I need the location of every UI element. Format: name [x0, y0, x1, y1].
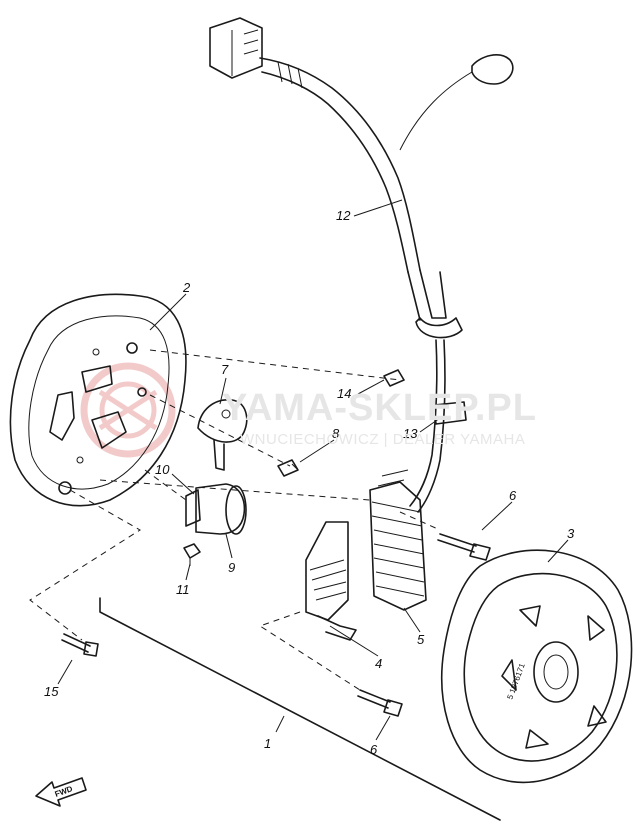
screw-14	[383, 369, 405, 387]
part-label-6-upper: 6	[509, 488, 517, 503]
lighting-coil	[305, 521, 357, 641]
assembly-bracket	[99, 597, 501, 821]
part-label-15: 15	[44, 684, 59, 699]
leader-lines	[57, 199, 569, 741]
part-label-12: 12	[336, 208, 351, 223]
charge-coil	[369, 469, 427, 611]
part-label-1: 1	[264, 736, 271, 751]
part-label-14: 14	[337, 386, 351, 401]
screw-15	[61, 633, 99, 657]
part-labels: 1 2 3 4 5 6 6 7 8 9 10 11 12 13 14 15	[44, 208, 575, 757]
part-label-6-lower: 6	[370, 742, 378, 757]
wire-harness	[209, 17, 514, 513]
part-label-2: 2	[182, 280, 191, 295]
stator-base-plate	[9, 293, 187, 507]
watermark-brand: YAMA-SKLEP.PL	[222, 387, 537, 429]
forward-arrow: FWD	[35, 777, 87, 807]
part-label-9: 9	[228, 560, 235, 575]
part-label-8: 8	[332, 426, 340, 441]
part-label-10: 10	[155, 462, 170, 477]
part-label-13: 13	[403, 426, 418, 441]
assembly-guidelines	[29, 349, 441, 691]
flywheel-rotor: 5 1976171	[441, 549, 633, 784]
bolt-6-upper	[437, 533, 491, 561]
rotor-stamp-text: 5 1976171	[505, 662, 527, 701]
bolt-6-lower	[357, 689, 403, 717]
screw-11	[183, 543, 201, 566]
part-label-5: 5	[417, 632, 425, 647]
part-label-4: 4	[375, 656, 382, 671]
part-label-11: 11	[176, 582, 190, 597]
condenser	[185, 483, 247, 535]
pickup-coil	[197, 399, 248, 471]
watermark: YAMA-SKLEP.PL WNUCIECHOWICZ | DEALER YAM…	[222, 387, 537, 448]
screw-8	[277, 459, 299, 477]
part-label-3: 3	[567, 526, 575, 541]
part-label-7: 7	[221, 362, 229, 377]
watermark-subline: WNUCIECHOWICZ | DEALER YAMAHA	[240, 431, 525, 448]
watermark-logo	[80, 362, 176, 458]
